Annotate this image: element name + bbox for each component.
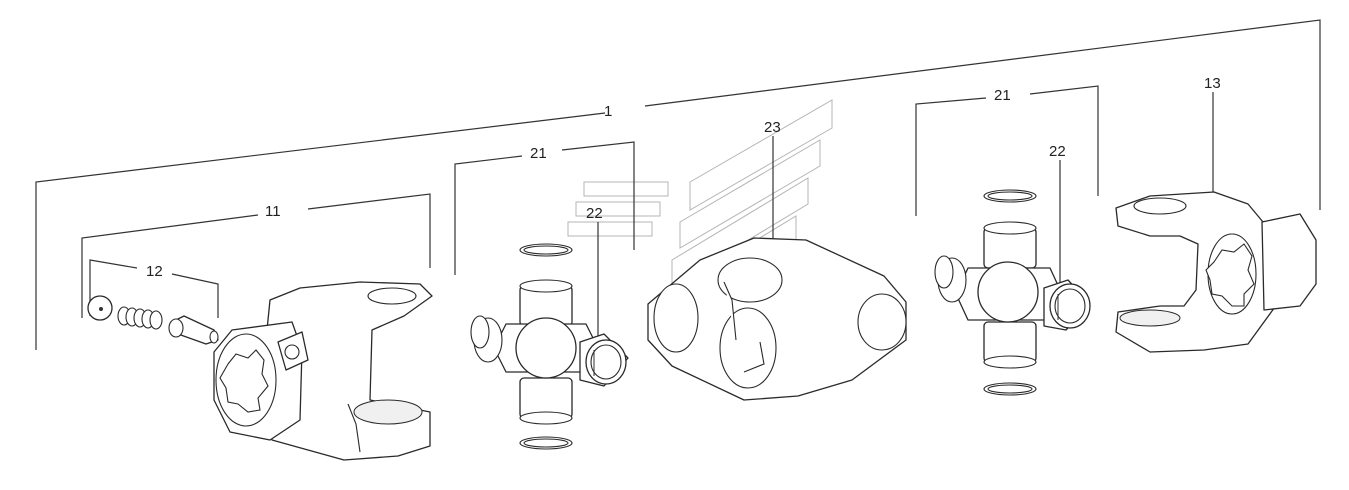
callout-23: 23 [764,119,781,136]
snap-rings-left [519,243,573,450]
callout-lines [35,19,1321,370]
callout-labels: 1 11 12 13 21 21 22 22 23 [146,75,1221,280]
callout-1: 1 [604,103,612,120]
callout-21-right: 21 [994,87,1011,104]
callout-13: 13 [1204,75,1221,92]
cross-kit-left-part [470,279,629,425]
yoke-right-part [1115,191,1317,353]
cross-kit-right-part [934,221,1091,369]
callout-11: 11 [265,203,281,220]
center-housing-part [647,237,907,401]
yoke-left-part [213,281,433,461]
callout-12: 12 [146,263,163,280]
spring-kit-parts [87,295,219,345]
callout-21-left: 21 [530,145,547,162]
snap-rings-right [983,189,1037,396]
callout-22-left: 22 [586,205,603,222]
callout-22-right: 22 [1049,143,1066,160]
